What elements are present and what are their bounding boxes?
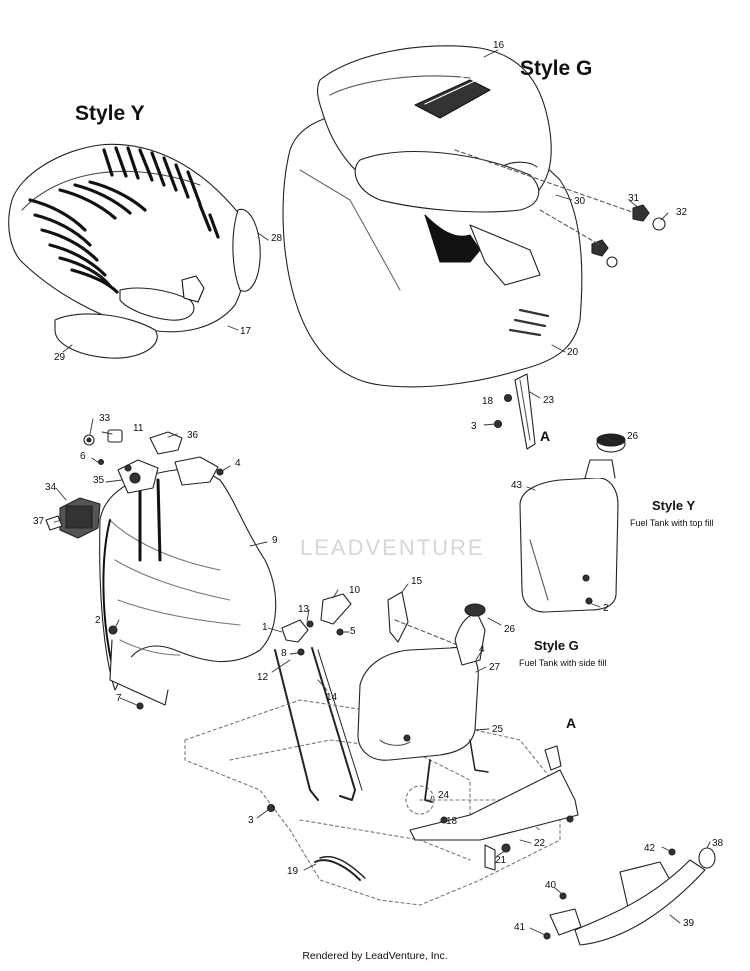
- bracket-23: [493, 373, 536, 450]
- callout-26-mid: 26: [504, 624, 516, 635]
- callout-38: 38: [712, 838, 724, 849]
- tank-style-g-subtitle: Fuel Tank with side fill: [519, 658, 607, 668]
- tank-style-y-title: Style Y: [652, 498, 696, 513]
- style-g-title: Style G: [520, 57, 593, 80]
- callout-31: 31: [628, 193, 640, 204]
- callout-6: 6: [80, 451, 86, 462]
- rear-bracket: [266, 745, 579, 871]
- callout-41: 41: [514, 922, 526, 933]
- callout-34: 34: [45, 482, 57, 493]
- callout-35: 35: [93, 475, 105, 486]
- hood-style-g: [282, 45, 583, 388]
- callout-7: 7: [116, 693, 122, 704]
- callout-17: 17: [240, 326, 252, 337]
- callout-22: 22: [534, 838, 546, 849]
- callout-36: 36: [187, 430, 199, 441]
- callout-16: 16: [493, 40, 505, 51]
- callout-43: 43: [511, 480, 523, 491]
- callout-20: 20: [567, 347, 579, 358]
- callout-33: 33: [99, 413, 111, 424]
- callout-28: 28: [271, 233, 283, 244]
- callout-3-top: 3: [471, 421, 477, 432]
- callout-18-top: 18: [482, 396, 494, 407]
- callout-3-bottom: 3: [248, 815, 254, 826]
- callout-42: 42: [644, 843, 656, 854]
- callout-24: 24: [438, 790, 450, 801]
- dash-small-parts: [45, 429, 224, 710]
- style-y-title: Style Y: [75, 102, 145, 125]
- callout-14: 14: [326, 692, 338, 703]
- callout-9: 9: [272, 535, 278, 546]
- callout-40: 40: [545, 880, 557, 891]
- callout-4-mid: 4: [479, 644, 485, 655]
- callout-26-top: 26: [627, 431, 639, 442]
- callout-29: 29: [54, 352, 66, 363]
- leader-lines: [53, 49, 711, 936]
- callout-18-bottom: 18: [446, 816, 458, 827]
- exhaust-parts: [543, 847, 716, 946]
- callout-25: 25: [492, 724, 504, 735]
- callout-8: 8: [281, 648, 287, 659]
- hood-hardware: [454, 149, 666, 268]
- dash-panel: [99, 456, 277, 706]
- callout-5: 5: [350, 626, 356, 637]
- callout-30: 30: [574, 196, 586, 207]
- callout-10: 10: [349, 585, 361, 596]
- watermark: LEADVENTURE: [300, 535, 485, 560]
- footer-credit: Rendered by LeadVenture, Inc.: [302, 950, 448, 962]
- hood-style-y: [8, 143, 261, 359]
- callout-15: 15: [411, 576, 423, 587]
- tank-style-y-subtitle: Fuel Tank with top fill: [630, 518, 714, 528]
- callout-27: 27: [489, 662, 501, 673]
- callout-19: 19: [287, 866, 299, 877]
- fuel-tank-style-g: [357, 603, 489, 803]
- callout-21: 21: [495, 855, 507, 866]
- tank-style-g-title: Style G: [534, 638, 579, 653]
- callout-32: 32: [676, 207, 688, 218]
- callout-39: 39: [683, 918, 695, 929]
- callout-11: 11: [133, 423, 144, 434]
- fuel-tank-style-y: [519, 433, 626, 613]
- cable-19: [314, 855, 366, 881]
- callout-2-left: 2: [95, 615, 101, 626]
- callout-1: 1: [262, 622, 268, 633]
- callout-4-top: 4: [235, 458, 241, 469]
- callout-2-right: 2: [603, 603, 609, 614]
- callout-13: 13: [298, 604, 310, 615]
- callout-37: 37: [33, 516, 45, 527]
- ref-letter-a-top: A: [540, 428, 551, 444]
- callout-12: 12: [257, 672, 269, 683]
- callout-23: 23: [543, 395, 555, 406]
- ref-letter-a-bottom: A: [566, 715, 577, 731]
